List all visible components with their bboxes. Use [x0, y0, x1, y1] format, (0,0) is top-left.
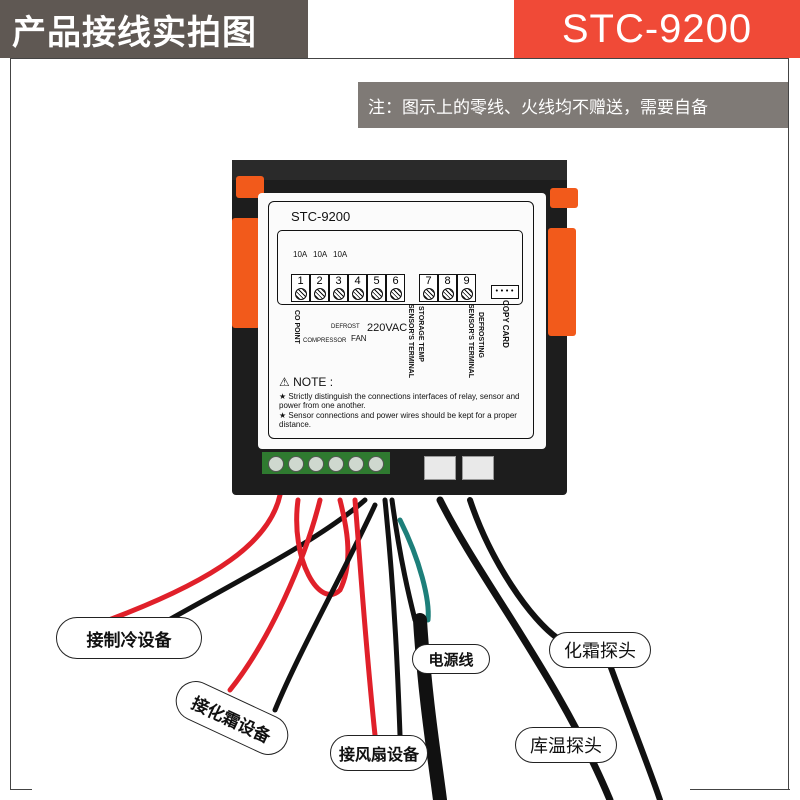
mounting-clip-right-top — [550, 188, 578, 208]
relay-rating: 10A — [333, 250, 348, 259]
terminal-1: 1 — [291, 274, 310, 302]
callout-defrost-probe: 化霜探头 — [549, 632, 651, 668]
terminal-6: 6 — [386, 274, 405, 302]
screw-icon — [288, 456, 304, 472]
terminal-number: 6 — [392, 275, 399, 287]
terminal-number: 7 — [425, 275, 432, 287]
screw-icon — [308, 456, 324, 472]
screw-icon — [313, 288, 326, 300]
callout-fan-device: 接风扇设备 — [330, 735, 428, 771]
callout-refrigeration: 接制冷设备 — [56, 617, 202, 659]
terminal-number: 9 — [463, 275, 470, 287]
terminal-number: 4 — [354, 275, 361, 287]
terminal-4: 4 — [348, 274, 367, 302]
screw-icon — [328, 456, 344, 472]
screw-icon — [368, 456, 384, 472]
screw-icon — [370, 288, 383, 300]
power-label: 220VAC — [367, 322, 408, 334]
terminal-3: 3 — [329, 274, 348, 302]
device-bezel — [232, 160, 567, 180]
mounting-clip-left — [232, 218, 260, 328]
storage-sensor-sub-label: SENSOR'S TERMINAL — [407, 304, 414, 379]
wiring-label: STC-9200 10A 10A 10A 1 2 3 4 5 6 7 8 9 •… — [258, 193, 546, 449]
defrost-label: DEFROST — [331, 324, 360, 330]
content-frame — [10, 58, 789, 790]
sensor-connector — [462, 456, 494, 480]
terminal-number: 8 — [444, 275, 451, 287]
wiring-diagram: STC-9200 10A 10A 10A 1 2 3 4 5 6 7 8 9 •… — [268, 201, 534, 439]
screw-icon — [268, 456, 284, 472]
terminal-panel — [277, 230, 523, 305]
page-title: 产品接线实拍图 — [0, 0, 308, 58]
diagram-title: STC-9200 — [291, 209, 351, 224]
screw-icon — [351, 288, 364, 300]
terminal-8: 8 — [438, 274, 457, 302]
terminal-9: 9 — [457, 274, 476, 302]
terminal-2: 2 — [310, 274, 329, 302]
screw-terminal-block — [262, 452, 390, 474]
callout-storage-probe: 库温探头 — [515, 727, 617, 763]
terminal-number: 2 — [316, 275, 323, 287]
frame-divider — [10, 789, 32, 790]
fan-label: FAN — [351, 334, 367, 343]
note-line: ★ Sensor connections and power wires sho… — [279, 411, 517, 429]
terminal-7: 7 — [419, 274, 438, 302]
relay-rating: 10A — [313, 250, 328, 259]
mounting-clip-left-top — [236, 176, 264, 198]
screw-icon — [441, 288, 454, 300]
relay-rating: 10A — [293, 250, 308, 259]
terminal-number: 1 — [297, 275, 304, 287]
screw-icon — [348, 456, 364, 472]
mounting-clip-right — [548, 228, 576, 336]
co-point-label: CO POINT — [293, 310, 300, 344]
screw-icon — [294, 288, 307, 300]
copy-card-label: COPY CARD — [501, 300, 510, 348]
callout-power-cord: 电源线 — [412, 644, 490, 674]
terminal-5: 5 — [367, 274, 386, 302]
storage-sensor-label: STORAGE TEMP — [417, 306, 424, 362]
compressor-label: COMPRESSOR — [303, 338, 347, 344]
terminal-number: 5 — [373, 275, 380, 287]
screw-icon — [332, 288, 345, 300]
defrost-sensor-label: DEFROSTING — [477, 312, 484, 358]
frame-divider — [690, 789, 790, 790]
screw-icon — [389, 288, 402, 300]
note-title: ⚠ NOTE : — [279, 375, 334, 389]
screw-icon — [422, 288, 435, 300]
notice-banner: 注：图示上的零线、火线均不赠送，需要自备 — [358, 82, 788, 128]
screw-icon — [460, 288, 473, 300]
note-line: ★ Strictly distinguish the connections i… — [279, 392, 520, 410]
model-badge: STC-9200 — [514, 0, 800, 58]
sensor-connector — [424, 456, 456, 480]
terminal-number: 3 — [335, 275, 342, 287]
copy-card-port: •••• — [491, 285, 519, 299]
defrost-sensor-sub-label: SENSOR'S TERMINAL — [467, 304, 474, 379]
